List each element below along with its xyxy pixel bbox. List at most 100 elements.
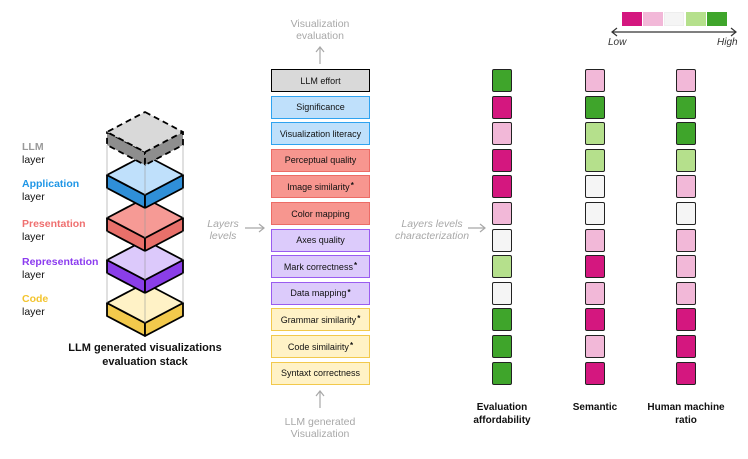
metric-box: Grammar similarity* (271, 308, 370, 332)
metric-label: Data mapping (290, 288, 347, 299)
arrow2-label: Layers levels characterization (392, 218, 472, 242)
legend-swatch (664, 12, 684, 26)
arrow1-label: Layers levels (198, 218, 248, 242)
arrow2-line2: characterization (394, 230, 470, 242)
grid-cell (676, 308, 696, 332)
grid-cell (676, 69, 696, 92)
legend-swatch (622, 12, 642, 26)
layer-suffix: layer (22, 306, 45, 318)
stack-title-line1: LLM generated visualizations (68, 342, 222, 354)
legend-swatch (707, 12, 727, 26)
layer-name: Code (22, 293, 49, 305)
layer-suffix: layer (22, 231, 45, 243)
layer-name: LLM (22, 141, 44, 153)
grid-cell (585, 281, 605, 305)
grid-cell (492, 228, 512, 252)
grid-cell (585, 308, 605, 332)
arrow1-line2: levels (209, 230, 237, 242)
metric-label: Image similarity (287, 181, 350, 192)
flow-top-label: Visualization evaluation (272, 18, 368, 42)
grid-cell (676, 148, 696, 172)
metric-box: Color mapping (271, 202, 370, 225)
grid-cell (585, 202, 605, 225)
column-header-line2: ratio (675, 415, 697, 426)
metric-label: Axes quality (296, 235, 345, 246)
metric-label: Color mapping (291, 208, 350, 219)
grid-cell (676, 335, 696, 358)
legend-swatch (686, 12, 706, 26)
stack-layer-llm (106, 111, 184, 166)
flow-bottom-label: LLM generated Visualization (272, 416, 368, 440)
legend-arrow-left-head (611, 27, 618, 37)
grid-cell (492, 361, 512, 385)
evaluation-stack-illustration (106, 111, 184, 337)
grid-cell (585, 69, 605, 92)
metric-star: * (353, 261, 358, 271)
metric-star: * (357, 314, 361, 324)
grid-cell (585, 255, 605, 279)
arrow-up-bottom-head (315, 390, 325, 397)
metric-label: LLM effort (300, 75, 341, 86)
metric-box: Significance (271, 95, 370, 119)
flow-top-line1: Visualization (290, 18, 350, 30)
metric-box: Data mapping* (271, 281, 370, 305)
grid-cell (492, 255, 512, 279)
metric-label: Grammar similarity (280, 314, 357, 325)
column-header: Semantic (545, 401, 645, 414)
flow-bottom-line1: LLM generated (284, 416, 356, 428)
metric-box: Image similarity* (271, 175, 370, 199)
grid-cell (676, 175, 696, 199)
grid-cell (492, 95, 512, 119)
grid-cell (492, 335, 512, 358)
metric-label: Visualization literacy (279, 128, 362, 139)
grid-cell (585, 148, 605, 172)
flow-bottom-line2: Visualization (290, 428, 350, 440)
stack-title: LLM generated visualizations evaluation … (60, 341, 230, 369)
metric-label: Syntaxt correctness (280, 368, 361, 379)
arrow-right-1-head (258, 223, 265, 233)
column-header-line1: Semantic (572, 402, 618, 413)
grid-cell (585, 122, 605, 146)
metric-box: LLM effort (271, 69, 370, 92)
grid-cell (492, 202, 512, 225)
metric-box: Syntaxt correctness (271, 361, 370, 385)
metric-label: Significance (296, 102, 345, 113)
layer-suffix: layer (22, 269, 45, 281)
layer-suffix: layer (22, 154, 45, 166)
metric-box: Code similairity* (271, 335, 370, 358)
grid-cell (585, 95, 605, 119)
grid-cell (676, 95, 696, 119)
column-header-line1: Human machine (647, 402, 725, 413)
grid-cell (492, 122, 512, 146)
column-header: Human machine ratio (636, 401, 736, 427)
layer-suffix: layer (22, 191, 45, 203)
grid-cell (585, 335, 605, 358)
grid-cell (676, 228, 696, 252)
grid-cell (492, 148, 512, 172)
arrow1-line1: Layers (207, 218, 239, 230)
metric-box: Perceptual quality (271, 148, 370, 172)
grid-cell (676, 122, 696, 146)
grid-cell (492, 281, 512, 305)
arrow-up-top-head (315, 46, 325, 53)
metric-box: Mark correctness* (271, 255, 370, 279)
grid-cell (676, 255, 696, 279)
arrow2-line1: Layers levels (401, 218, 463, 230)
grid-cell (676, 202, 696, 225)
grid-cell (492, 308, 512, 332)
grid-cell (676, 361, 696, 385)
grid-cell (492, 175, 512, 199)
column-header-line1: Evaluation (476, 402, 528, 413)
legend-high-label: High (717, 37, 738, 48)
metric-label: Mark correctness (283, 261, 353, 272)
metric-star: * (349, 341, 354, 350)
layer-name: Presentation (22, 218, 86, 230)
metric-box: Axes quality (271, 228, 370, 252)
metric-box: Visualization literacy (271, 122, 370, 146)
